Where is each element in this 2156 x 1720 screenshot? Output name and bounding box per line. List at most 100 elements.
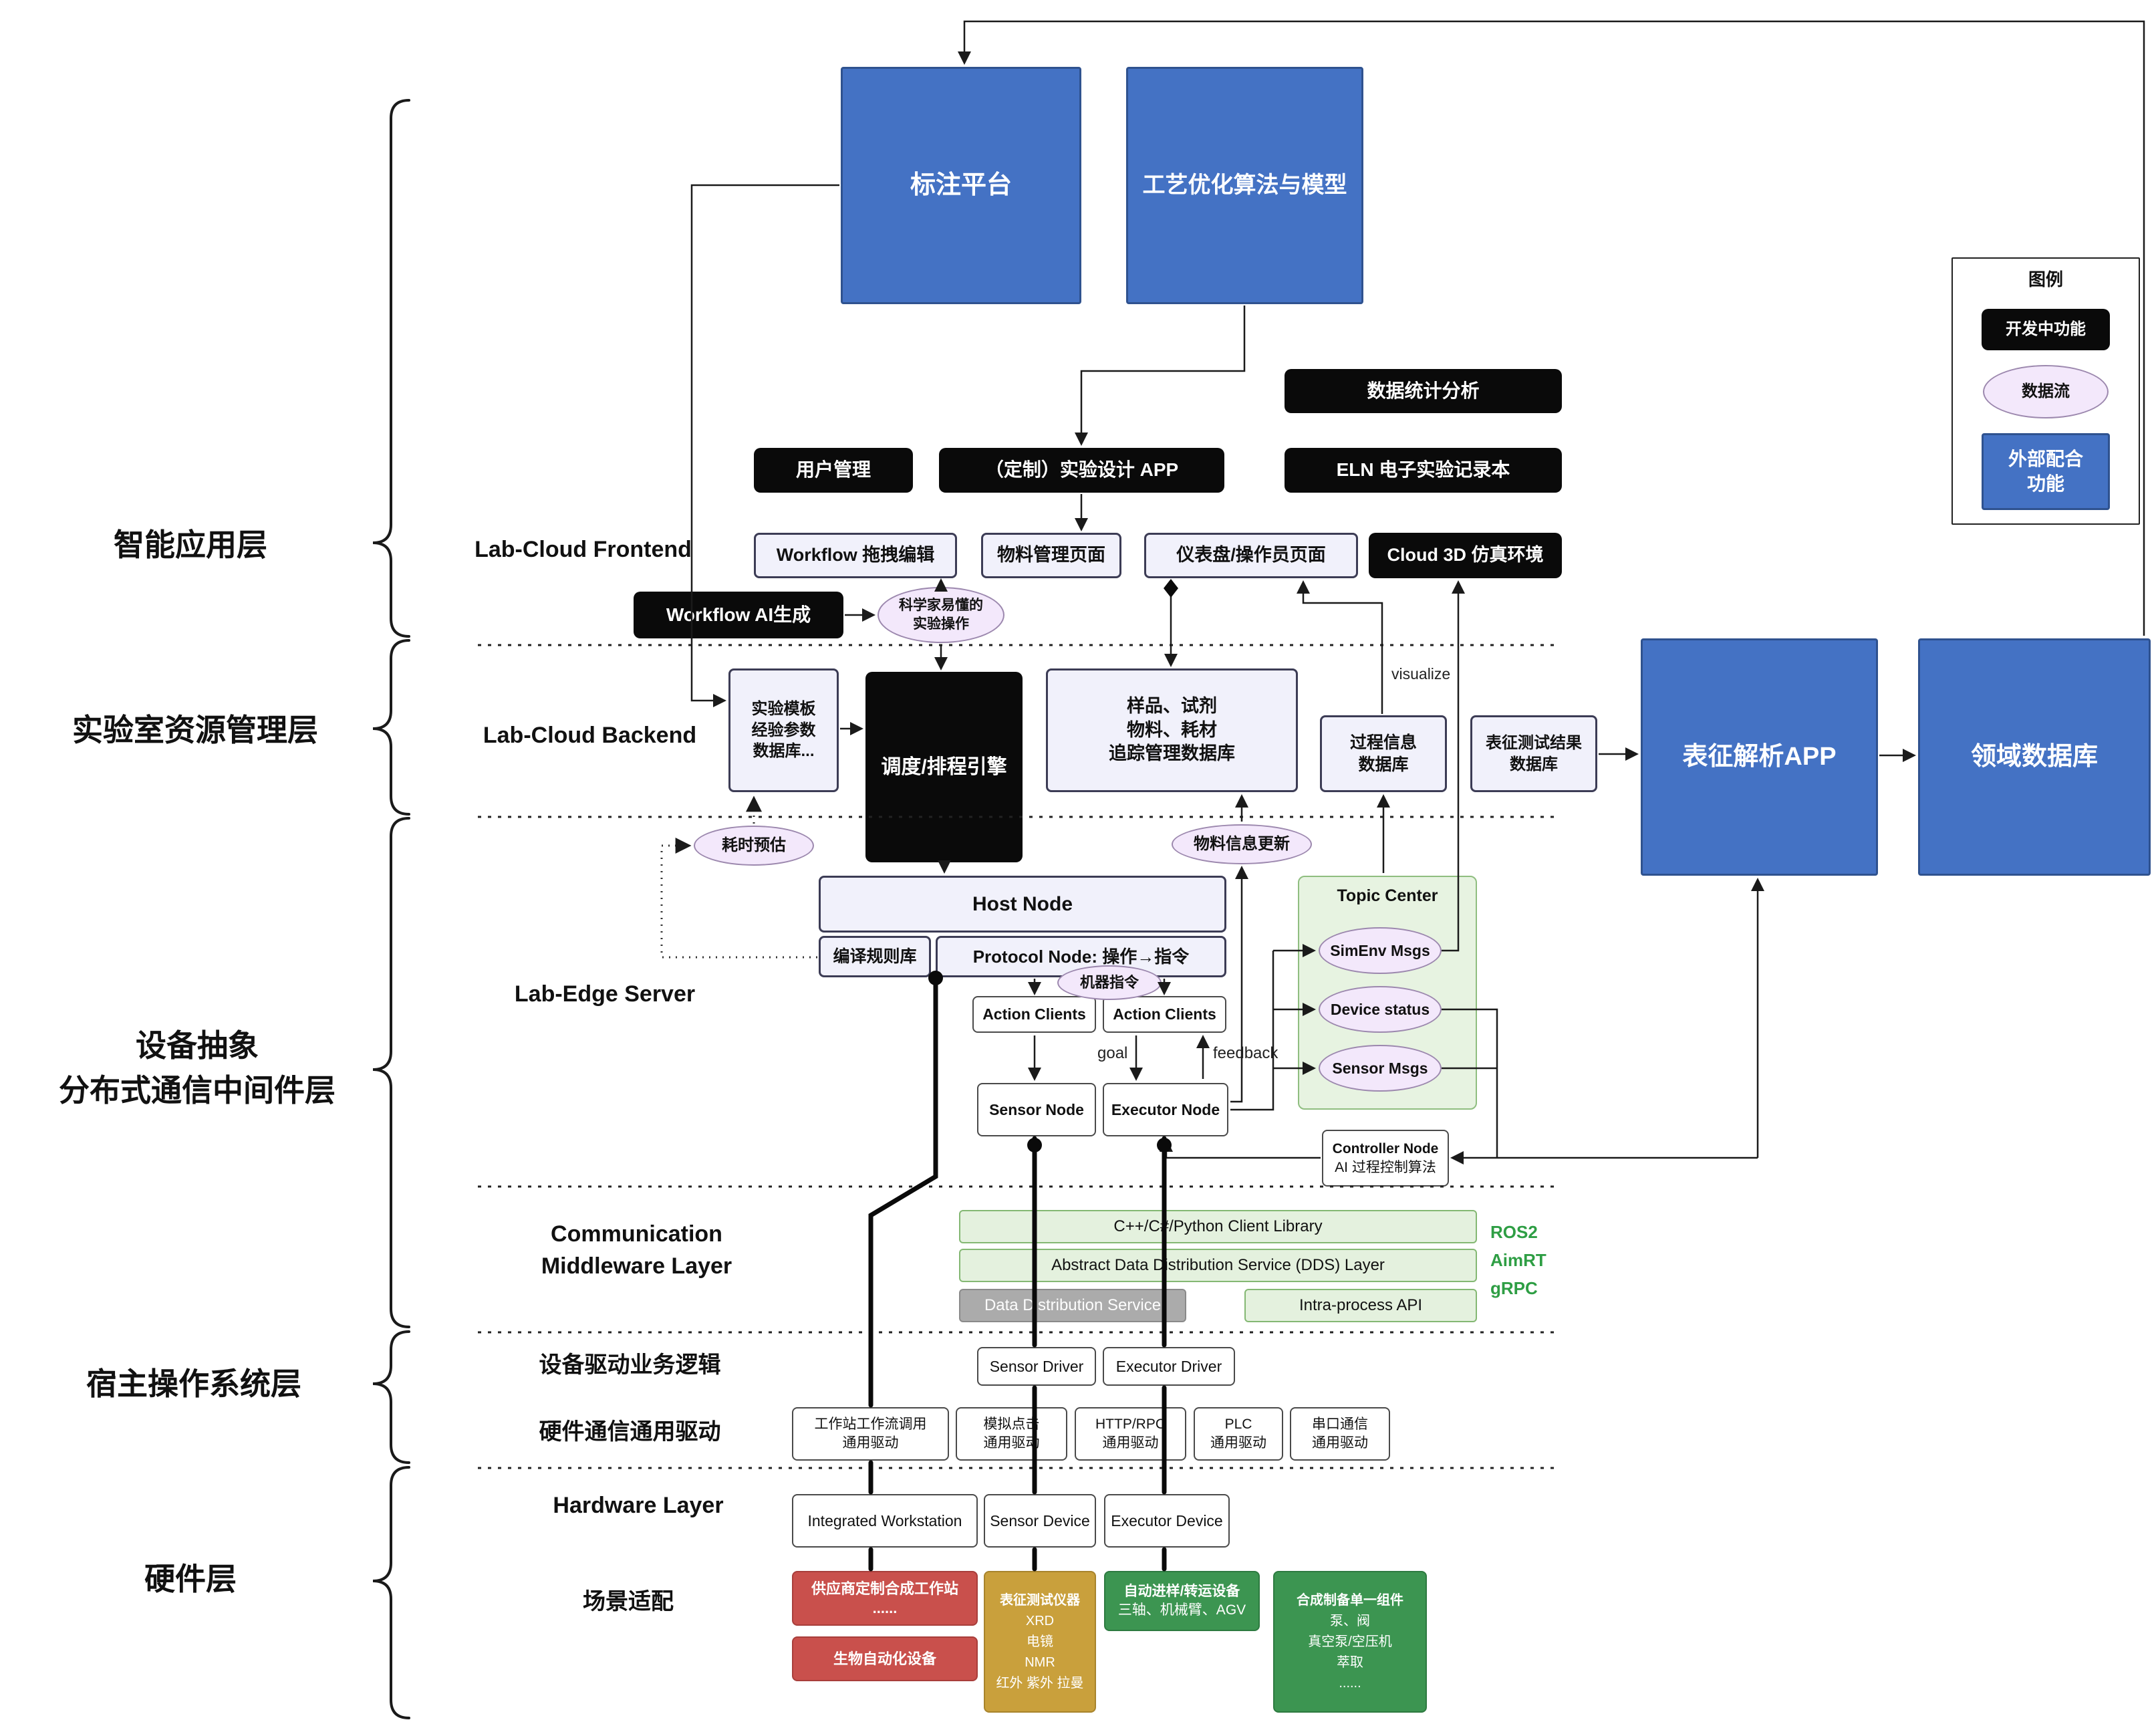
drv-click-line2: 通用驱动 bbox=[983, 1435, 1040, 1451]
time-estimate-ellipse: 耗时预估 bbox=[694, 826, 814, 866]
sensor-msgs-ellipse: Sensor Msgs bbox=[1319, 1045, 1442, 1092]
drv-http-line2: 通用驱动 bbox=[1102, 1435, 1159, 1451]
transfer-line1: 自动进样/转运设备 bbox=[1123, 1584, 1240, 1600]
template-db-line2: 经验参数 bbox=[751, 721, 816, 739]
executor-device-node: Executor Device bbox=[1104, 1494, 1230, 1548]
char-result-db-line2: 数据库 bbox=[1510, 755, 1558, 773]
workflow-drag-edit-node: Workflow 拖拽编辑 bbox=[754, 533, 957, 578]
characterization-instruments-node: 表征测试仪器 XRD 电镜 NMR 红外 紫外 拉曼 bbox=[984, 1571, 1096, 1713]
drv-plc-line1: PLC bbox=[1224, 1417, 1252, 1433]
characterization-result-db-node: 表征测试结果 数据库 bbox=[1470, 715, 1597, 792]
legend-developing-swatch: 开发中功能 bbox=[1982, 309, 2110, 350]
legend-title: 图例 bbox=[2028, 269, 2063, 289]
char-instr-line4: NMR bbox=[1025, 1654, 1055, 1670]
section-label-middleware-line1: Communication bbox=[551, 1221, 722, 1247]
cloud-3d-sim-node: Cloud 3D 仿真环境 bbox=[1369, 533, 1562, 578]
controller-node: Controller Node AI 过程控制算法 bbox=[1322, 1130, 1449, 1187]
synth-line1: 合成制备单一组件 bbox=[1297, 1592, 1403, 1608]
template-db-line3: 数据库... bbox=[753, 742, 815, 761]
visualize-label: visualize bbox=[1391, 665, 1451, 683]
drv-ws-line2: 通用驱动 bbox=[842, 1435, 899, 1451]
layer-label-hardware: 硬件层 bbox=[144, 1561, 237, 1596]
section-label-driver-logic: 设备驱动业务逻辑 bbox=[539, 1352, 721, 1378]
protocol-ros2-label: ROS2 bbox=[1490, 1222, 1538, 1242]
char-instr-line3: 电镜 bbox=[1027, 1634, 1053, 1649]
material-page-node: 物料管理页面 bbox=[981, 533, 1121, 578]
section-label-middleware: Communication Middleware Layer bbox=[521, 1215, 752, 1285]
data-statistics-node: 数据统计分析 bbox=[1285, 369, 1562, 413]
synth-line2: 泵、阀 bbox=[1330, 1613, 1370, 1628]
http-rpc-driver-node: HTTP/RPC 通用驱动 bbox=[1075, 1407, 1186, 1461]
synth-line3: 真空泵/空压机 bbox=[1308, 1634, 1392, 1649]
workstation-driver-node: 工作站工作流调用 通用驱动 bbox=[792, 1407, 949, 1461]
device-status-ellipse: Device status bbox=[1319, 986, 1442, 1033]
legend-external-line1: 外部配合 bbox=[2008, 448, 2083, 469]
sensor-device-node: Sensor Device bbox=[984, 1494, 1096, 1548]
sample-db-line2: 物料、耗材 bbox=[1127, 719, 1217, 740]
scientist-ops-ellipse: 科学家易懂的 实验操作 bbox=[878, 587, 1004, 643]
char-result-db-line1: 表征测试结果 bbox=[1486, 733, 1582, 752]
sensor-node: Sensor Node bbox=[977, 1083, 1096, 1136]
char-instr-line5: 红外 紫外 拉曼 bbox=[996, 1675, 1084, 1691]
transfer-line2: 三轴、机械臂、AGV bbox=[1117, 1602, 1246, 1618]
layer-label-app: 智能应用层 bbox=[114, 527, 267, 562]
serial-driver-node: 串口通信 通用驱动 bbox=[1290, 1407, 1390, 1461]
template-db-line1: 实验模板 bbox=[751, 699, 816, 718]
drv-plc-line2: 通用驱动 bbox=[1210, 1435, 1266, 1451]
char-instr-line1: 表征测试仪器 bbox=[1000, 1592, 1080, 1608]
layer-label-host-os: 宿主操作系统层 bbox=[86, 1366, 301, 1401]
char-instr-line2: XRD bbox=[1025, 1613, 1055, 1628]
annotation-platform-node: 标注平台 bbox=[841, 67, 1081, 304]
layer-braces bbox=[372, 99, 410, 1719]
protocol-grpc-label: gRPC bbox=[1490, 1278, 1538, 1298]
machine-instruction-ellipse: 机器指令 bbox=[1057, 965, 1162, 1000]
protocol-aimrt-label: AimRT bbox=[1490, 1250, 1546, 1270]
sensor-driver-node: Sensor Driver bbox=[977, 1347, 1096, 1386]
section-label-frontend: Lab-Cloud Frontend bbox=[475, 537, 692, 563]
drv-serial-line2: 通用驱动 bbox=[1312, 1435, 1368, 1451]
legend-dataflow-swatch: 数据流 bbox=[1983, 365, 2109, 418]
vendor-workstation-node: 供应商定制合成工作站 ...... bbox=[792, 1571, 978, 1626]
process-optimization-node: 工艺优化算法与模型 bbox=[1126, 67, 1363, 304]
synth-line5: ...... bbox=[1339, 1675, 1361, 1691]
section-label-scenario: 场景适配 bbox=[583, 1589, 674, 1615]
characterization-app-node: 表征解析APP bbox=[1641, 638, 1878, 876]
domain-db-node: 领域数据库 bbox=[1918, 638, 2151, 876]
simenv-msgs-ellipse: SimEnv Msgs bbox=[1319, 927, 1442, 974]
workflow-ai-node: Workflow AI生成 bbox=[634, 592, 843, 638]
scientist-ops-line1: 科学家易懂的 bbox=[899, 598, 983, 614]
section-label-edge-server: Lab-Edge Server bbox=[514, 981, 696, 1007]
vendor-ws-line1: 供应商定制合成工作站 bbox=[811, 1580, 958, 1597]
drv-serial-line1: 串口通信 bbox=[1312, 1417, 1368, 1433]
process-info-db-node: 过程信息 数据库 bbox=[1320, 715, 1447, 792]
sample-db-line3: 追踪管理数据库 bbox=[1109, 743, 1235, 764]
template-db-node: 实验模板 经验参数 数据库... bbox=[728, 668, 839, 792]
legend-external-swatch: 外部配合 功能 bbox=[1982, 433, 2110, 510]
layer-label-device: 设备抽象 分布式通信中间件层 bbox=[40, 1021, 354, 1115]
drv-click-line1: 模拟点击 bbox=[983, 1417, 1040, 1433]
legend-external-line2: 功能 bbox=[2026, 473, 2064, 494]
controller-node-line2: AI 过程控制算法 bbox=[1335, 1159, 1436, 1175]
integrated-workstation-node: Integrated Workstation bbox=[792, 1494, 978, 1548]
section-label-backend: Lab-Cloud Backend bbox=[483, 723, 697, 749]
dds-abstract-layer-row: Abstract Data Distribution Service (DDS)… bbox=[959, 1249, 1477, 1282]
host-node: Host Node bbox=[819, 876, 1226, 933]
transfer-devices-node: 自动进样/转运设备 三轴、机械臂、AGV bbox=[1104, 1571, 1260, 1631]
client-library-row: C++/C#/Python Client Library bbox=[959, 1210, 1477, 1243]
section-label-hardware-layer: Hardware Layer bbox=[553, 1493, 724, 1519]
compile-rules-node: 编译规则库 bbox=[819, 936, 931, 977]
process-db-line1: 过程信息 bbox=[1349, 733, 1417, 752]
feedback-label: feedback bbox=[1213, 1044, 1278, 1062]
custom-design-app-node: （定制）实验设计 APP bbox=[939, 448, 1224, 493]
section-label-hw-comm: 硬件通信通用驱动 bbox=[539, 1419, 721, 1445]
vendor-ws-line2: ...... bbox=[872, 1600, 898, 1616]
synth-line4: 萃取 bbox=[1337, 1654, 1363, 1670]
plc-driver-node: PLC 通用驱动 bbox=[1194, 1407, 1283, 1461]
topic-center-label: Topic Center bbox=[1337, 886, 1438, 905]
sample-db-line1: 样品、试剂 bbox=[1127, 696, 1217, 717]
dds-service-row: Data Distribution Service bbox=[959, 1289, 1186, 1322]
user-management-node: 用户管理 bbox=[754, 448, 913, 493]
goal-label: goal bbox=[1097, 1044, 1128, 1062]
action-clients-left-node: Action Clients bbox=[972, 996, 1096, 1033]
